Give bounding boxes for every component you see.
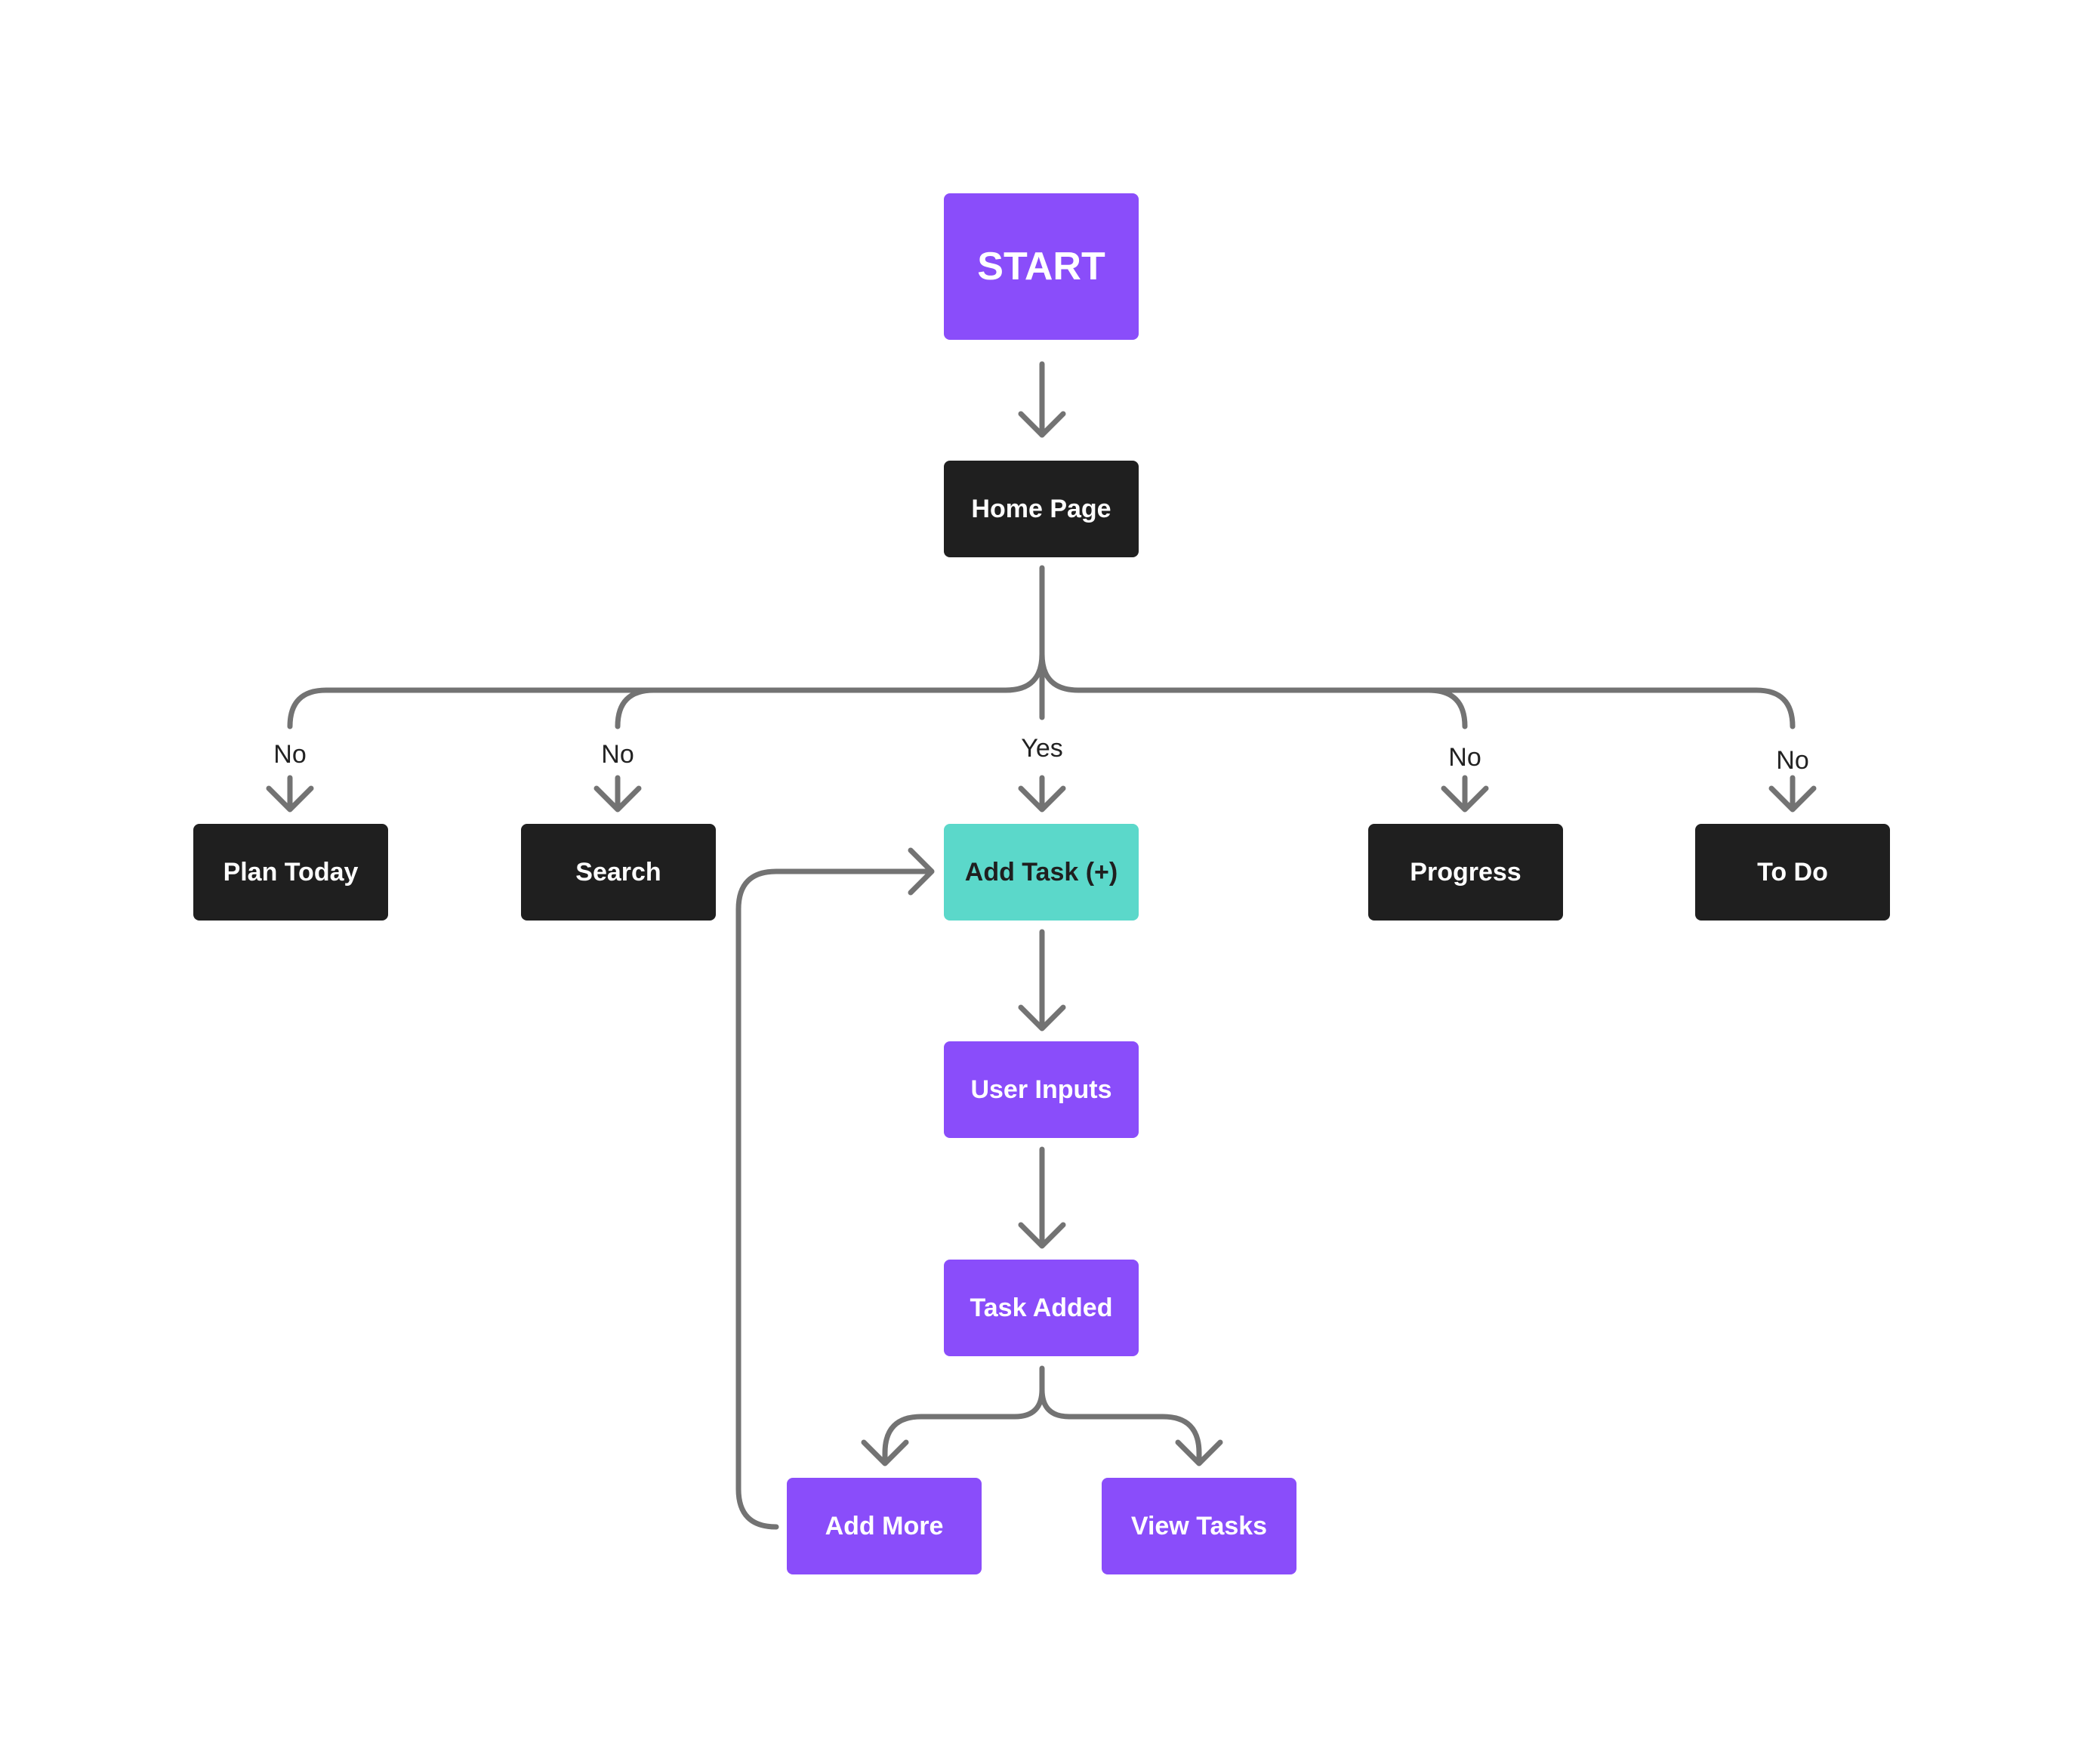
connector-user-inputs-to-task-added bbox=[1018, 1146, 1066, 1249]
connector-loop-add-more-to-add-task bbox=[735, 847, 935, 1530]
task-added-node: Task Added bbox=[944, 1260, 1139, 1356]
connector-home-to-progress bbox=[1426, 687, 1468, 729]
edge-label-search: No bbox=[601, 740, 634, 769]
arrowhead-to-do bbox=[1768, 775, 1817, 813]
edge-label-to-do: No bbox=[1776, 746, 1809, 775]
edge-label-progress: No bbox=[1448, 743, 1481, 772]
user-inputs-node: User Inputs bbox=[944, 1041, 1139, 1138]
progress-node: Progress bbox=[1368, 824, 1563, 921]
arrowhead-plan-today bbox=[266, 775, 314, 813]
edge-label-add-task: Yes bbox=[1021, 734, 1063, 763]
home-page-node: Home Page bbox=[944, 461, 1139, 557]
arrowhead-search bbox=[593, 775, 642, 813]
edge-label-plan-today: No bbox=[273, 740, 307, 769]
view-tasks-node: View Tasks bbox=[1102, 1478, 1296, 1574]
start-node: START bbox=[944, 193, 1139, 340]
connector-task-added-to-view-tasks bbox=[1039, 1386, 1223, 1466]
connector-task-added-to-add-more bbox=[861, 1365, 1045, 1466]
connector-add-task-to-user-inputs bbox=[1018, 929, 1066, 1032]
arrowhead-add-task bbox=[1018, 775, 1066, 813]
connector-home-to-search bbox=[615, 687, 657, 729]
search-node: Search bbox=[521, 824, 716, 921]
to-do-node: To Do bbox=[1695, 824, 1890, 921]
add-task-node: Add Task (+) bbox=[944, 824, 1139, 921]
plan-today-node: Plan Today bbox=[193, 824, 388, 921]
arrowhead-progress bbox=[1441, 775, 1489, 813]
connector-home-to-to-do bbox=[1039, 651, 1796, 729]
add-more-node: Add More bbox=[787, 1478, 982, 1574]
arrowhead-home-page bbox=[1018, 411, 1066, 438]
connector-home-to-plan-today bbox=[287, 651, 1045, 729]
